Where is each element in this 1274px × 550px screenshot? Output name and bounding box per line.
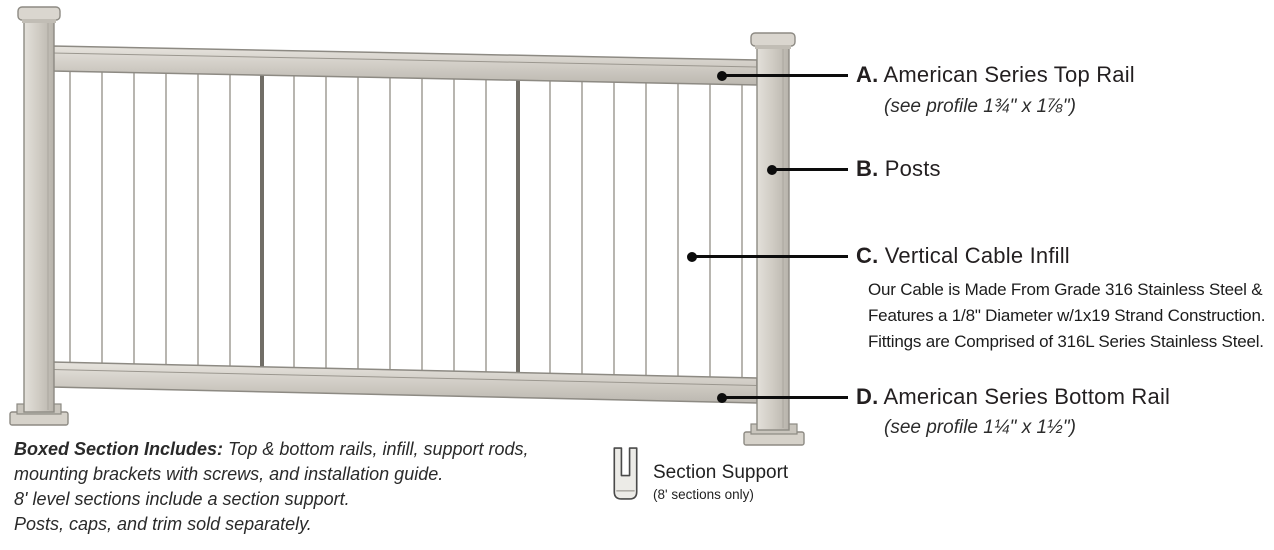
callout-line-b	[772, 168, 848, 171]
callout-letter-a: A.	[856, 62, 879, 87]
callout-text-a: American Series Top Rail	[878, 62, 1135, 87]
notes-line-1: Boxed Section Includes: Top & bottom rai…	[14, 437, 529, 462]
callout-label-d: D. American Series Bottom Rail	[856, 384, 1170, 410]
callout-text-d: American Series Bottom Rail	[878, 384, 1171, 409]
notes-line-4: Posts, caps, and trim sold separately.	[14, 514, 312, 534]
callout-line-c	[692, 255, 848, 258]
callout-text-b: Posts	[878, 156, 941, 181]
notes-line-3: 8' level sections include a section supp…	[14, 489, 350, 509]
callout-desc-c: Our Cable is Made From Grade 316 Stainle…	[868, 277, 1265, 355]
left-post	[9, 6, 69, 426]
callout-label-c: C. Vertical Cable Infill	[856, 243, 1070, 269]
callout-desc-line: Features a 1/8" Diameter w/1x19 Strand C…	[868, 306, 1266, 325]
callout-letter-d: D.	[856, 384, 879, 409]
callout-sub-d: (see profile 1¼" x 1½")	[884, 417, 1076, 438]
callout-letter-b: B.	[856, 156, 879, 181]
callout-sub-a: (see profile 1¾" x 1⅞")	[884, 96, 1076, 117]
callout-text-c: Vertical Cable Infill	[878, 243, 1070, 268]
callout-dot-d	[717, 393, 727, 403]
boxed-section-notes: Boxed Section Includes: Top & bottom rai…	[14, 437, 529, 537]
callout-line-d	[722, 396, 848, 399]
callout-desc-line: Fittings are Comprised of 316L Series St…	[868, 332, 1264, 351]
callout-letter-c: C.	[856, 243, 879, 268]
right-post	[743, 32, 805, 446]
cable-infill	[69, 70, 743, 378]
section-support-icon	[613, 447, 638, 500]
callout-dot-a	[717, 71, 727, 81]
top-rail	[51, 45, 758, 86]
callout-line-a	[722, 74, 848, 77]
notes-lead: Boxed Section Includes:	[14, 439, 224, 459]
notes-line-1-rest: Top & bottom rails, infill, support rods…	[223, 439, 529, 459]
bottom-rail	[51, 361, 758, 404]
section-support-label: Section Support	[653, 462, 789, 483]
section-support-sub: (8' sections only)	[653, 487, 754, 502]
callout-dot-c	[687, 252, 697, 262]
railing-diagram	[9, 6, 805, 446]
callout-label-a: A. American Series Top Rail	[856, 62, 1135, 88]
callout-desc-line: Our Cable is Made From Grade 316 Stainle…	[868, 280, 1263, 299]
callout-label-b: B. Posts	[856, 156, 941, 182]
callout-dot-b	[767, 165, 777, 175]
notes-line-2: mounting brackets with screws, and insta…	[14, 464, 444, 484]
